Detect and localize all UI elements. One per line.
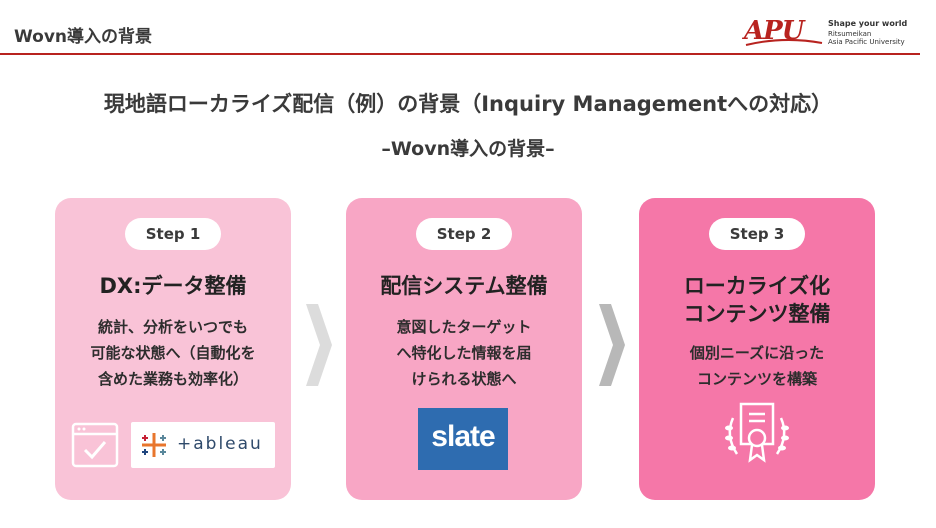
step-2-desc-line-1: 意図したターゲット bbox=[396, 318, 532, 336]
logo-line-1: Ritsumeikan bbox=[828, 30, 872, 38]
apu-logo: APU Shape your world Ritsumeikan Asia Pa… bbox=[744, 16, 920, 48]
step-card-1: Step 1 DX:データ整備 統計、分析をいつでも 可能な状態へ（自動化を 含… bbox=[55, 198, 291, 500]
check-window-icon bbox=[71, 422, 119, 468]
step-card-2: Step 2 配信システム整備 意図したターゲット へ特化した情報を届 けられる… bbox=[346, 198, 582, 500]
page-title: 現地語ローカライズ配信（例）の背景（Inquiry Managementへの対応… bbox=[103, 92, 833, 116]
header-divider bbox=[0, 53, 920, 55]
header-title: Wovn導入の背景 bbox=[14, 27, 153, 47]
tableau-icon bbox=[142, 433, 166, 457]
step-1-heading: DX:データ整備 bbox=[99, 274, 247, 298]
logo-swoosh-icon bbox=[745, 38, 823, 46]
step-2-desc-line-3: けられる状態へ bbox=[411, 370, 517, 388]
step-3-desc-line-1: 個別ニーズに沿った bbox=[689, 344, 825, 362]
step-1-label: Step 1 bbox=[125, 218, 221, 250]
chevron-right-icon bbox=[599, 304, 625, 386]
step-2-heading: 配信システム整備 bbox=[380, 274, 548, 298]
logo-line-2: Asia Pacific University bbox=[828, 38, 905, 46]
step-2-label: Step 2 bbox=[416, 218, 512, 250]
tableau-logo: +ableau bbox=[131, 422, 275, 468]
step-1-desc-line-3: 含めた業務も効率化） bbox=[97, 370, 248, 388]
certificate-icon bbox=[725, 402, 789, 463]
step-1-desc-line-2: 可能な状態へ（自動化を bbox=[90, 344, 256, 362]
slate-logo: slate bbox=[418, 408, 508, 470]
page-subtitle: –Wovn導入の背景– bbox=[381, 138, 555, 160]
logo-tagline: Shape your world bbox=[828, 19, 908, 28]
chevron-right-icon bbox=[306, 304, 332, 386]
step-3-desc-line-2: コンテンツを構築 bbox=[696, 370, 817, 388]
tableau-wordmark: +ableau bbox=[177, 434, 263, 454]
step-1-desc-line-1: 統計、分析をいつでも bbox=[97, 318, 248, 336]
step-3-label: Step 3 bbox=[709, 218, 805, 250]
step-3-heading-line-2: コンテンツ整備 bbox=[683, 302, 831, 326]
step-2-desc-line-2: へ特化した情報を届 bbox=[396, 344, 532, 362]
step-3-heading-line-1: ローカライズ化 bbox=[683, 274, 831, 298]
step-card-3: Step 3 ローカライズ化 コンテンツ整備 個別ニーズに沿った コンテンツを構… bbox=[639, 198, 875, 500]
